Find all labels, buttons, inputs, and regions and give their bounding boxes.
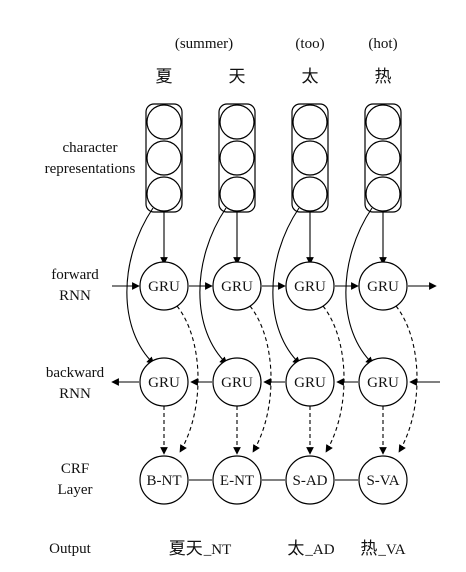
output-0-tag: NT: [211, 542, 231, 558]
char-rep-column-1: [218, 103, 256, 213]
output-1: 太_AD: [287, 539, 334, 559]
crf-tag-2: S-AD: [292, 473, 327, 489]
label-forward-2: RNN: [59, 288, 91, 304]
crf-tag-1: E-NT: [220, 473, 254, 489]
backward-gru-3-label: GRU: [367, 375, 399, 391]
forward-gru-2-label: GRU: [294, 279, 326, 295]
gloss-too: (too): [295, 36, 324, 52]
output-1-tag: AD: [313, 542, 335, 558]
backward-gru-1: GRU: [212, 357, 262, 407]
label-backward-1: backward: [46, 365, 105, 381]
char-2: 太: [302, 67, 319, 87]
char-rep-column-0: [145, 103, 183, 213]
output-2: 热_VA: [360, 539, 405, 559]
output-2-underscore: _: [377, 542, 386, 558]
backward-gru-0: GRU: [139, 357, 189, 407]
output-2-chars: 热: [360, 539, 377, 559]
label-char-rep-2: representations: [45, 161, 136, 177]
forward-gru-1-label: GRU: [221, 279, 253, 295]
forward-gru-0: GRU: [139, 261, 189, 311]
output-2-tag: VA: [386, 542, 406, 558]
crf-node-2: S-AD: [285, 455, 335, 505]
label-forward-1: forward: [51, 267, 99, 283]
label-crf-2: Layer: [58, 482, 93, 498]
forward-gru-2: GRU: [285, 261, 335, 311]
forward-gru-0-label: GRU: [148, 279, 180, 295]
backward-gru-0-label: GRU: [148, 375, 180, 391]
forward-gru-3: GRU: [358, 261, 408, 311]
backward-gru-2: GRU: [285, 357, 335, 407]
crf-node-1: E-NT: [212, 455, 262, 505]
output-0: 夏天_NT: [169, 539, 232, 559]
gloss-summer: (summer): [175, 36, 233, 52]
output-0-underscore: _: [203, 542, 212, 558]
crf-node-0: B-NT: [139, 455, 189, 505]
char-rep-column-3: [364, 103, 402, 213]
forward-gru-1: GRU: [212, 261, 262, 311]
label-output: Output: [49, 541, 92, 557]
output-0-chars: 夏天: [169, 539, 203, 559]
backward-gru-3: GRU: [358, 357, 408, 407]
backward-gru-2-label: GRU: [294, 375, 326, 391]
label-char-rep-1: character: [63, 140, 118, 156]
char-0: 夏: [156, 67, 173, 87]
char-1: 天: [229, 67, 246, 87]
label-backward-2: RNN: [59, 386, 91, 402]
char-3: 热: [375, 67, 392, 87]
char-rep-column-2: [291, 103, 329, 213]
crf-node-3: S-VA: [358, 455, 408, 505]
crf-tag-3: S-VA: [366, 473, 399, 489]
backward-gru-1-label: GRU: [221, 375, 253, 391]
output-1-underscore: _: [304, 542, 313, 558]
forward-gru-3-label: GRU: [367, 279, 399, 295]
label-crf-1: CRF: [61, 461, 89, 477]
gloss-hot: (hot): [368, 36, 397, 52]
crf-tag-0: B-NT: [147, 473, 182, 489]
output-1-chars: 太: [287, 539, 304, 559]
